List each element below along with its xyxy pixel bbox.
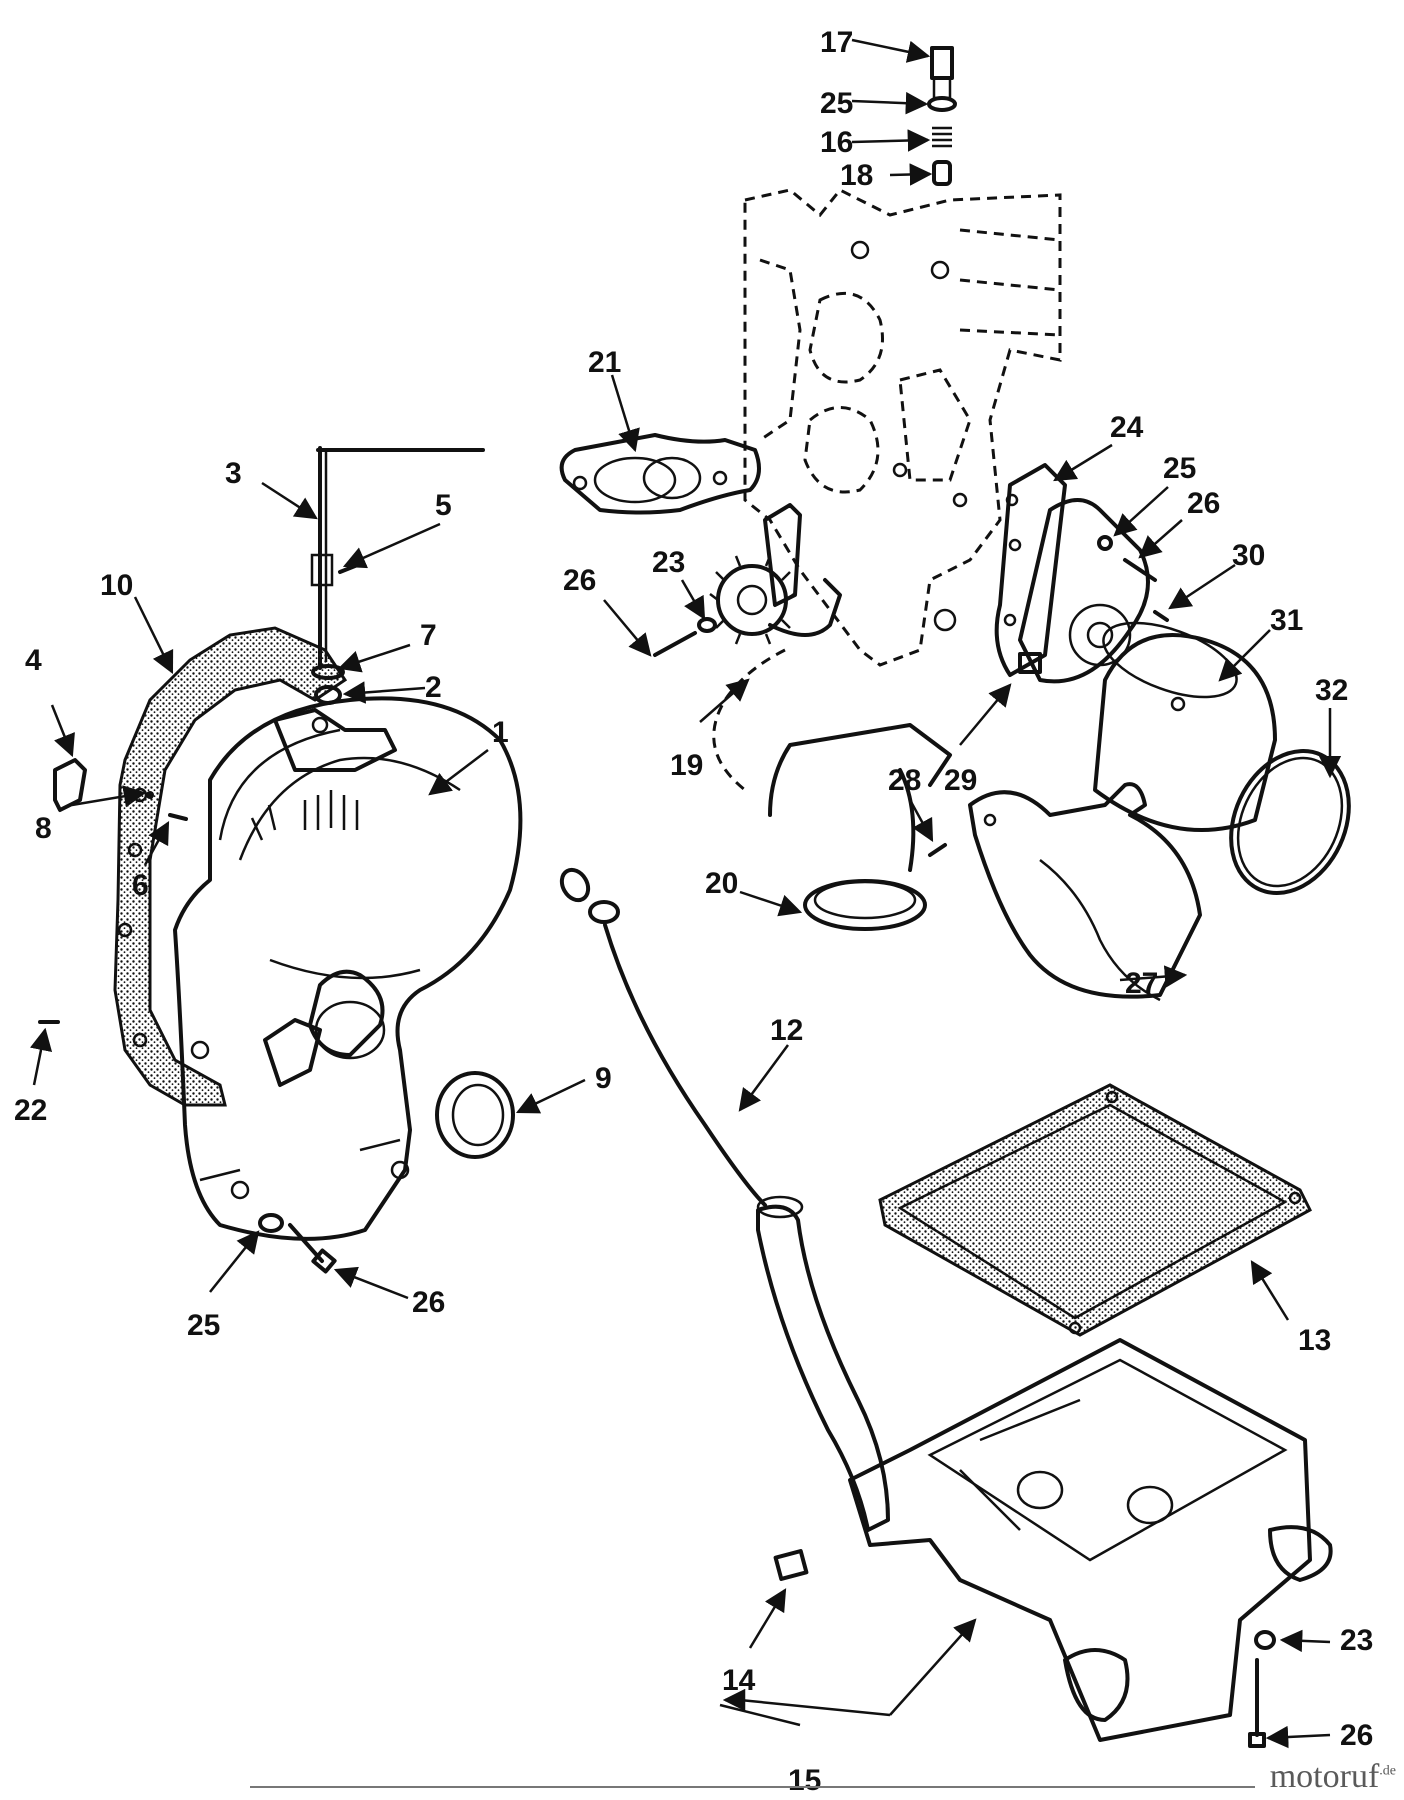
- callout-26-filter: 26: [1187, 487, 1220, 520]
- callout-labels: 17 25 16 18 21 24 25 26 30 31 32 23 26 1…: [14, 26, 1373, 1797]
- pin-5: [338, 562, 362, 574]
- gasket-21: [559, 433, 761, 515]
- callout-16: 16: [820, 126, 853, 159]
- callout-13: 13: [1298, 1324, 1331, 1357]
- oil-filter-31: [1093, 633, 1277, 832]
- drain-plug-14: [773, 1549, 809, 1581]
- callout-10: 10: [100, 569, 133, 602]
- dipstick-tube: [756, 1195, 890, 1532]
- callout-1: 1: [492, 716, 509, 749]
- callout-22: 22: [14, 1094, 47, 1127]
- callout-21: 21: [588, 346, 621, 379]
- watermark-brand: motoruf: [1269, 1758, 1380, 1795]
- oil-pump-19: [709, 503, 842, 645]
- callout-12: 12: [770, 1014, 803, 1047]
- callout-7: 7: [420, 619, 437, 652]
- front-cover-gasket-10: [113, 626, 348, 1107]
- callout-26-cover: 26: [412, 1286, 445, 1319]
- callout-14: 14: [722, 1664, 756, 1697]
- relief-valve-plug-thread: [932, 76, 952, 100]
- callout-23-pan: 23: [1340, 1624, 1373, 1657]
- callout-27: 27: [1125, 967, 1158, 1000]
- callout-23-pump: 23: [652, 546, 685, 579]
- front-timing-cover-1: [173, 696, 523, 1241]
- washer-25-cover: [258, 1213, 284, 1233]
- plug-30: [1153, 610, 1169, 622]
- washer-23-pan: [1254, 1630, 1276, 1650]
- bolt-26-filter: [1123, 558, 1157, 582]
- callout-25-cover: 25: [187, 1309, 220, 1342]
- callout-3: 3: [225, 457, 242, 490]
- washer-23-pump: [697, 617, 717, 633]
- relief-valve-plug: [930, 46, 954, 80]
- callout-30: 30: [1232, 539, 1265, 572]
- callout-25-valve: 25: [820, 87, 853, 120]
- crankshaft-seal-9: [435, 1071, 515, 1159]
- callout-19: 19: [670, 749, 703, 782]
- filter-gasket-32: [1229, 749, 1351, 895]
- relief-valve-stack: [927, 46, 957, 186]
- screw-28: [928, 843, 947, 857]
- bolt-26-pump: [653, 631, 697, 657]
- engine-block-outline: [743, 188, 1062, 667]
- washer-25-filter: [1097, 535, 1113, 551]
- cover-top-boss: [273, 708, 397, 772]
- callout-20: 20: [705, 867, 738, 900]
- callout-2: 2: [425, 671, 442, 704]
- callout-17: 17: [820, 26, 853, 59]
- bushing-2: [314, 685, 342, 705]
- callout-24: 24: [1110, 411, 1144, 444]
- callout-8: 8: [35, 812, 52, 845]
- callout-26-pan: 26: [1340, 1719, 1373, 1752]
- oil-filter-assembly: [994, 463, 1351, 895]
- leader-lines: [29, 38, 1342, 1749]
- filter-mount-plate-24: [994, 463, 1067, 677]
- watermark-tld: .de: [1379, 1763, 1396, 1779]
- oil-pan-gasket-13: [878, 1083, 1312, 1337]
- callout-29: 29: [944, 764, 977, 797]
- dipstick-12: [559, 867, 767, 1207]
- callout-4: 4: [25, 644, 42, 677]
- callout-5: 5: [435, 489, 452, 522]
- callout-25-filter: 25: [1163, 452, 1196, 485]
- filter-adapter-29: [1018, 498, 1150, 684]
- watermark: motoruf.de: [1270, 1758, 1396, 1796]
- key-4: [53, 758, 87, 812]
- filter-shield-27: [968, 782, 1202, 1002]
- governor-shaft-3: [310, 446, 485, 670]
- timing-marks: [250, 790, 359, 841]
- callout-15: 15: [788, 1764, 821, 1797]
- callout-26-pump: 26: [563, 564, 596, 597]
- oil-pickup-20: [712, 648, 952, 931]
- dowel-6: [168, 813, 188, 821]
- callout-18: 18: [840, 159, 873, 192]
- dowel-8: [146, 791, 154, 799]
- callout-28: 28: [888, 764, 921, 797]
- relief-valve-spring: [932, 126, 952, 148]
- washer-25-top: [927, 96, 957, 112]
- callout-9: 9: [595, 1062, 612, 1095]
- callout-32: 32: [1315, 674, 1348, 707]
- oil-pan-15: [848, 1338, 1333, 1742]
- callout-6: 6: [132, 869, 149, 902]
- callout-31: 31: [1270, 604, 1303, 637]
- relief-valve-plunger: [932, 160, 952, 186]
